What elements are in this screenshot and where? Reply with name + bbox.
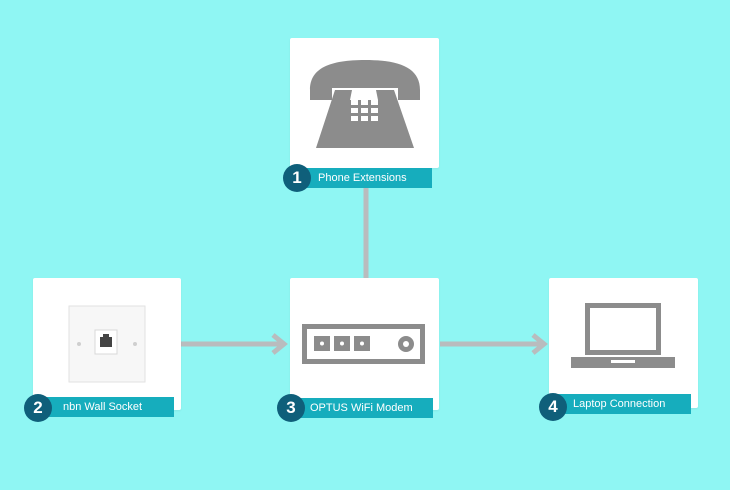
step-badge-2: 2 <box>24 394 52 422</box>
phone-extensions-label: Phone Extensions <box>298 168 432 188</box>
optus-wifi-modem-label: OPTUS WiFi Modem <box>298 398 433 418</box>
telephone-icon <box>310 60 420 148</box>
modem-card <box>290 278 439 410</box>
node-label-text: Laptop Connection <box>573 398 666 410</box>
laptop-card <box>549 278 698 408</box>
modem-icon <box>302 324 425 364</box>
arrow-socket-to-modem <box>181 333 288 355</box>
step-badge-4: 4 <box>539 393 567 421</box>
node-label-text: OPTUS WiFi Modem <box>310 402 413 414</box>
step-badge-1: 1 <box>283 164 311 192</box>
wall-socket-icon <box>68 305 146 383</box>
step-badge-3: 3 <box>277 394 305 422</box>
node-label-text: Phone Extensions <box>318 172 407 184</box>
laptop-icon <box>571 303 675 368</box>
wall-socket-card <box>33 278 181 410</box>
laptop-connection-label: Laptop Connection <box>557 394 691 414</box>
node-label-text: nbn Wall Socket <box>63 401 143 413</box>
nbn-wall-socket-label: nbn Wall Socket <box>41 397 174 417</box>
arrow-modem-to-laptop <box>440 333 548 355</box>
phone-card <box>290 38 439 168</box>
